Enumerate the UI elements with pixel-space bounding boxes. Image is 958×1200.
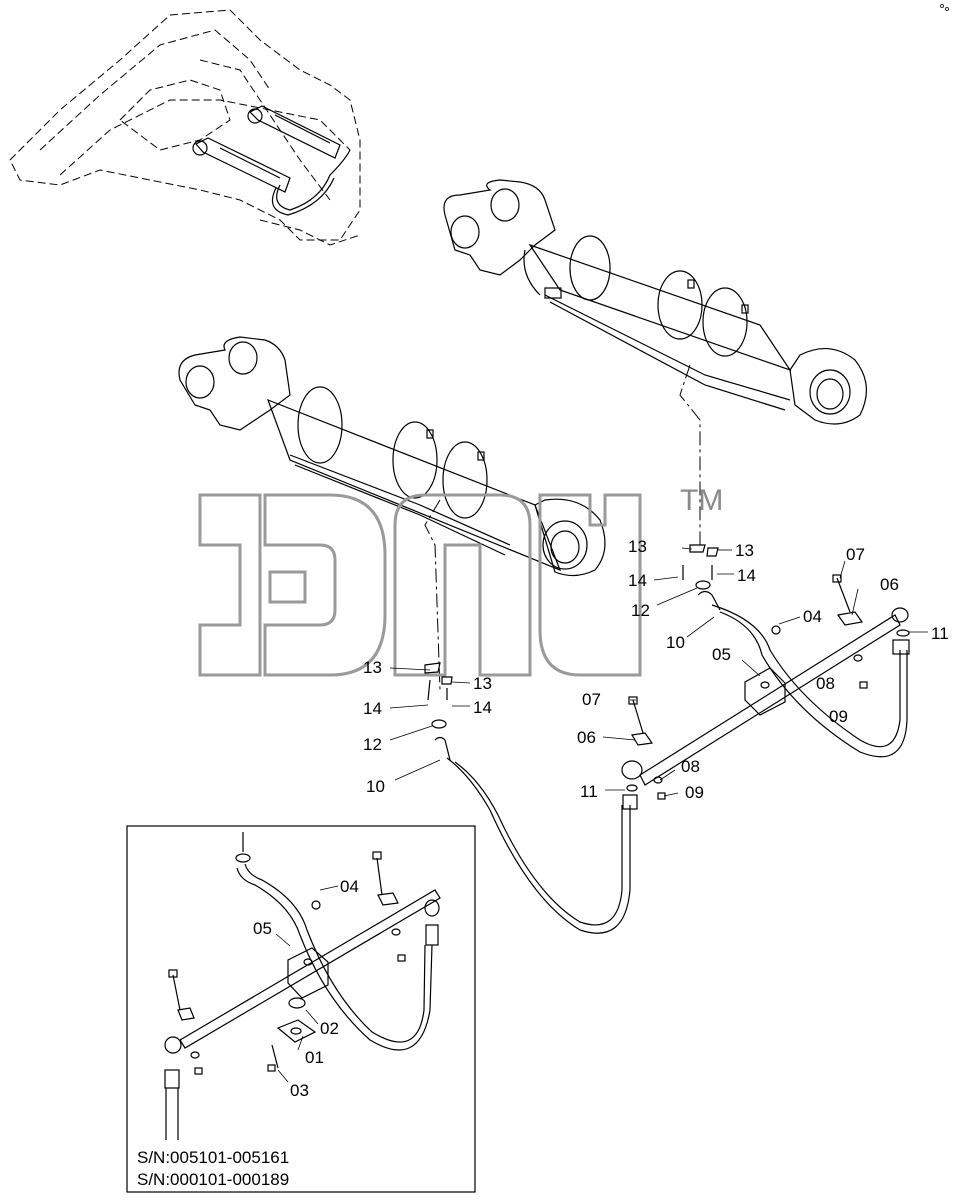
callout-12-right: 12 — [631, 601, 650, 620]
callout-13-right-b: 13 — [735, 541, 754, 560]
callout-09-middle: 09 — [685, 783, 704, 802]
callout-13-left-b: 13 — [473, 674, 492, 693]
callout-14-left-a: 14 — [363, 699, 382, 718]
corner-mark — [940, 4, 949, 11]
callout-13-right-a: 13 — [628, 537, 647, 556]
lift-cylinder-right — [443, 179, 867, 425]
callout-10-left: 10 — [366, 777, 385, 796]
callout-02-inset: 02 — [320, 1019, 339, 1038]
callout-08-middle: 08 — [681, 757, 700, 776]
loader-overview — [9, 9, 361, 246]
inset-assembly — [164, 832, 441, 1140]
callout-01-inset: 01 — [305, 1048, 324, 1067]
callout-05-right: 05 — [712, 645, 731, 664]
callout-09-right: 09 — [829, 707, 848, 726]
centerline-left — [424, 499, 441, 691]
callout-11-right: 11 — [931, 624, 949, 643]
callout-03-inset: 03 — [290, 1081, 309, 1100]
callout-07-right: 07 — [846, 545, 865, 564]
callout-14-right-a: 14 — [628, 571, 647, 590]
watermark-tm: TM — [680, 484, 723, 517]
callout-06-middle: 06 — [577, 728, 596, 747]
overview-cylinder-lower — [192, 137, 291, 193]
hose-right-assembly — [639, 544, 910, 786]
overview-cylinder-upper — [247, 105, 341, 159]
callout-04-inset: 04 — [340, 877, 359, 896]
callout-05-inset: 05 — [253, 919, 272, 938]
callout-04-right: 04 — [803, 607, 822, 626]
callout-14-right-b: 14 — [737, 566, 756, 585]
callout-12-left: 12 — [363, 735, 382, 754]
callout-11-middle: 11 — [580, 782, 598, 801]
callout-14-left-b: 14 — [473, 698, 492, 717]
watermark-logo: TM — [198, 484, 723, 677]
serial-number-2: S/N:000101-000189 — [137, 1170, 289, 1189]
callout-06-right: 06 — [880, 575, 899, 594]
leader-lines — [275, 547, 928, 1083]
hose-left-assembly — [424, 662, 666, 934]
callout-13-left-a: 13 — [363, 658, 382, 677]
callout-10-right: 10 — [666, 633, 685, 652]
callout-07-middle: 07 — [582, 690, 601, 709]
lift-cylinder-left — [178, 336, 606, 577]
serial-number-1: S/N:005101-005161 — [137, 1148, 289, 1167]
inset-frame — [126, 825, 476, 1193]
centerline-right — [679, 364, 701, 545]
callout-08-right: 08 — [816, 674, 835, 693]
